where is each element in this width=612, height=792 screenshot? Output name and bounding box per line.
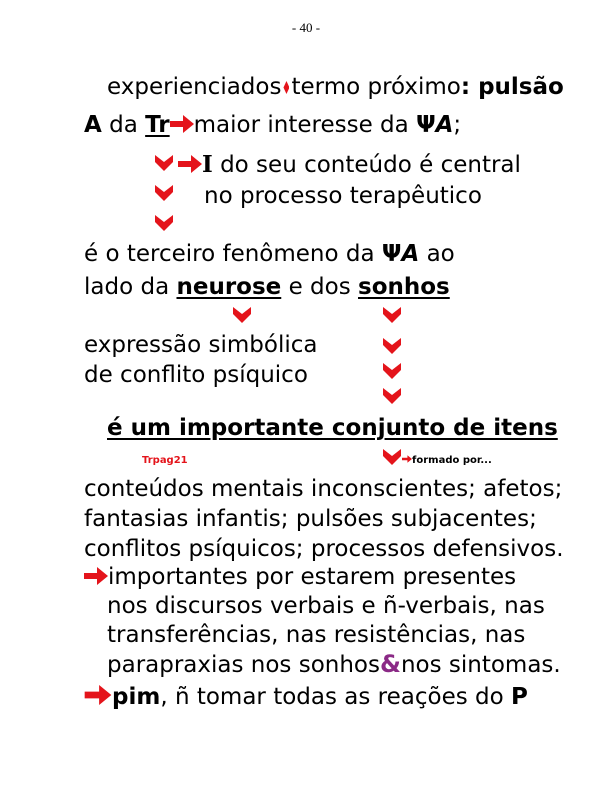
text-line-1: experienciados termo próximo: pulsão xyxy=(107,73,564,101)
arrow-down-icon xyxy=(381,361,403,381)
psi-symbol: ΨA xyxy=(381,241,420,267)
text-experienciados: experienciados xyxy=(107,74,282,100)
text-maior-interesse: maior interesse da xyxy=(193,112,417,138)
text-e-dos: e dos xyxy=(281,274,359,300)
text-line-3: I do seu conteúdo é central xyxy=(178,151,521,179)
text-da: da xyxy=(101,112,146,138)
text-a: A xyxy=(84,112,102,138)
note-trpag21: Trpag21 xyxy=(142,455,188,466)
text-p: P xyxy=(511,684,528,710)
ampersand-symbol: & xyxy=(380,650,401,678)
arrow-right-icon xyxy=(178,155,202,173)
arrow-right-icon xyxy=(170,115,194,133)
arrow-down-icon xyxy=(231,305,253,325)
para2-line-3: transferências, nas resistências, nas xyxy=(107,622,526,648)
para1-line-2: fantasias infantis; pulsões subjacentes; xyxy=(84,506,537,532)
text-neurose: neurose xyxy=(176,274,282,300)
psi-symbol: ΨA xyxy=(416,112,454,138)
text-pim: pim xyxy=(112,684,161,710)
text-lado-da: lado da xyxy=(84,274,177,300)
arrow-down-icon xyxy=(381,447,403,467)
arrow-down-icon xyxy=(381,386,403,406)
para2-line-1: importantes por estarem presentes xyxy=(84,563,516,591)
text-processo-terapeutico: no processo terapêutico xyxy=(204,183,482,209)
text-conflito-psiquico: de conflito psíquico xyxy=(84,362,308,388)
text-conteudo-central: do seu conteúdo é central xyxy=(212,152,521,178)
text-line-5: é o terceiro fenômeno da ΨA ao xyxy=(84,240,455,268)
page-number: - 40 - xyxy=(291,20,321,35)
arrow-right-icon xyxy=(84,567,108,585)
note-formado-por: formado por... xyxy=(402,455,492,466)
text-sonhos: sonhos xyxy=(358,274,450,300)
text-semicolon: ; xyxy=(453,112,462,138)
text-expressao-simbolica: expressão simbólica xyxy=(84,332,318,358)
text-parapraxias: parapraxias nos sonhos xyxy=(107,652,380,678)
text-i: I xyxy=(202,151,213,178)
arrow-right-icon xyxy=(402,455,412,463)
text-line-7: expressão simbólica xyxy=(84,331,317,359)
text-ao: ao xyxy=(419,241,455,267)
text-line-2: A da Tr maior interesse da ΨA; xyxy=(84,111,461,139)
arrow-down-icon xyxy=(153,213,175,233)
para1-line-1: conteúdos mentais inconscientes; afetos; xyxy=(84,476,563,502)
text-last-line: pim, ñ tomar todas as reações do P xyxy=(84,683,528,711)
heading-conjunto-itens: é um importante conjunto de itens xyxy=(107,415,558,441)
text-line-6: lado da neurose e dos sonhos xyxy=(84,273,450,301)
diamond-icon xyxy=(283,81,290,94)
arrow-down-icon xyxy=(153,183,175,203)
arrow-right-icon xyxy=(84,685,112,705)
text-line-4: no processo terapêutico xyxy=(204,182,482,210)
text-sintomas: nos sintomas. xyxy=(400,652,561,678)
arrow-down-icon xyxy=(381,305,403,325)
para2-line-2: nos discursos verbais e ñ-verbais, nas xyxy=(107,593,545,619)
text-importantes: importantes por estarem presentes xyxy=(108,564,517,590)
arrow-down-icon xyxy=(153,153,175,173)
arrow-down-icon xyxy=(381,336,403,356)
text-nao-tomar: , ñ tomar todas as reações do xyxy=(160,684,511,710)
text-tr: Tr xyxy=(145,112,170,138)
text-termo-proximo: termo próximo xyxy=(291,74,461,100)
text-pulsao: : pulsão xyxy=(460,74,564,100)
text-line-8: de conflito psíquico xyxy=(84,361,308,389)
para2-line-4: parapraxias nos sonhos&nos sintomas. xyxy=(107,650,561,678)
para1-line-3: conflitos psíquicos; processos defensivo… xyxy=(84,536,564,562)
text-terceiro-fenomeno: é o terceiro fenômeno da xyxy=(84,241,382,267)
